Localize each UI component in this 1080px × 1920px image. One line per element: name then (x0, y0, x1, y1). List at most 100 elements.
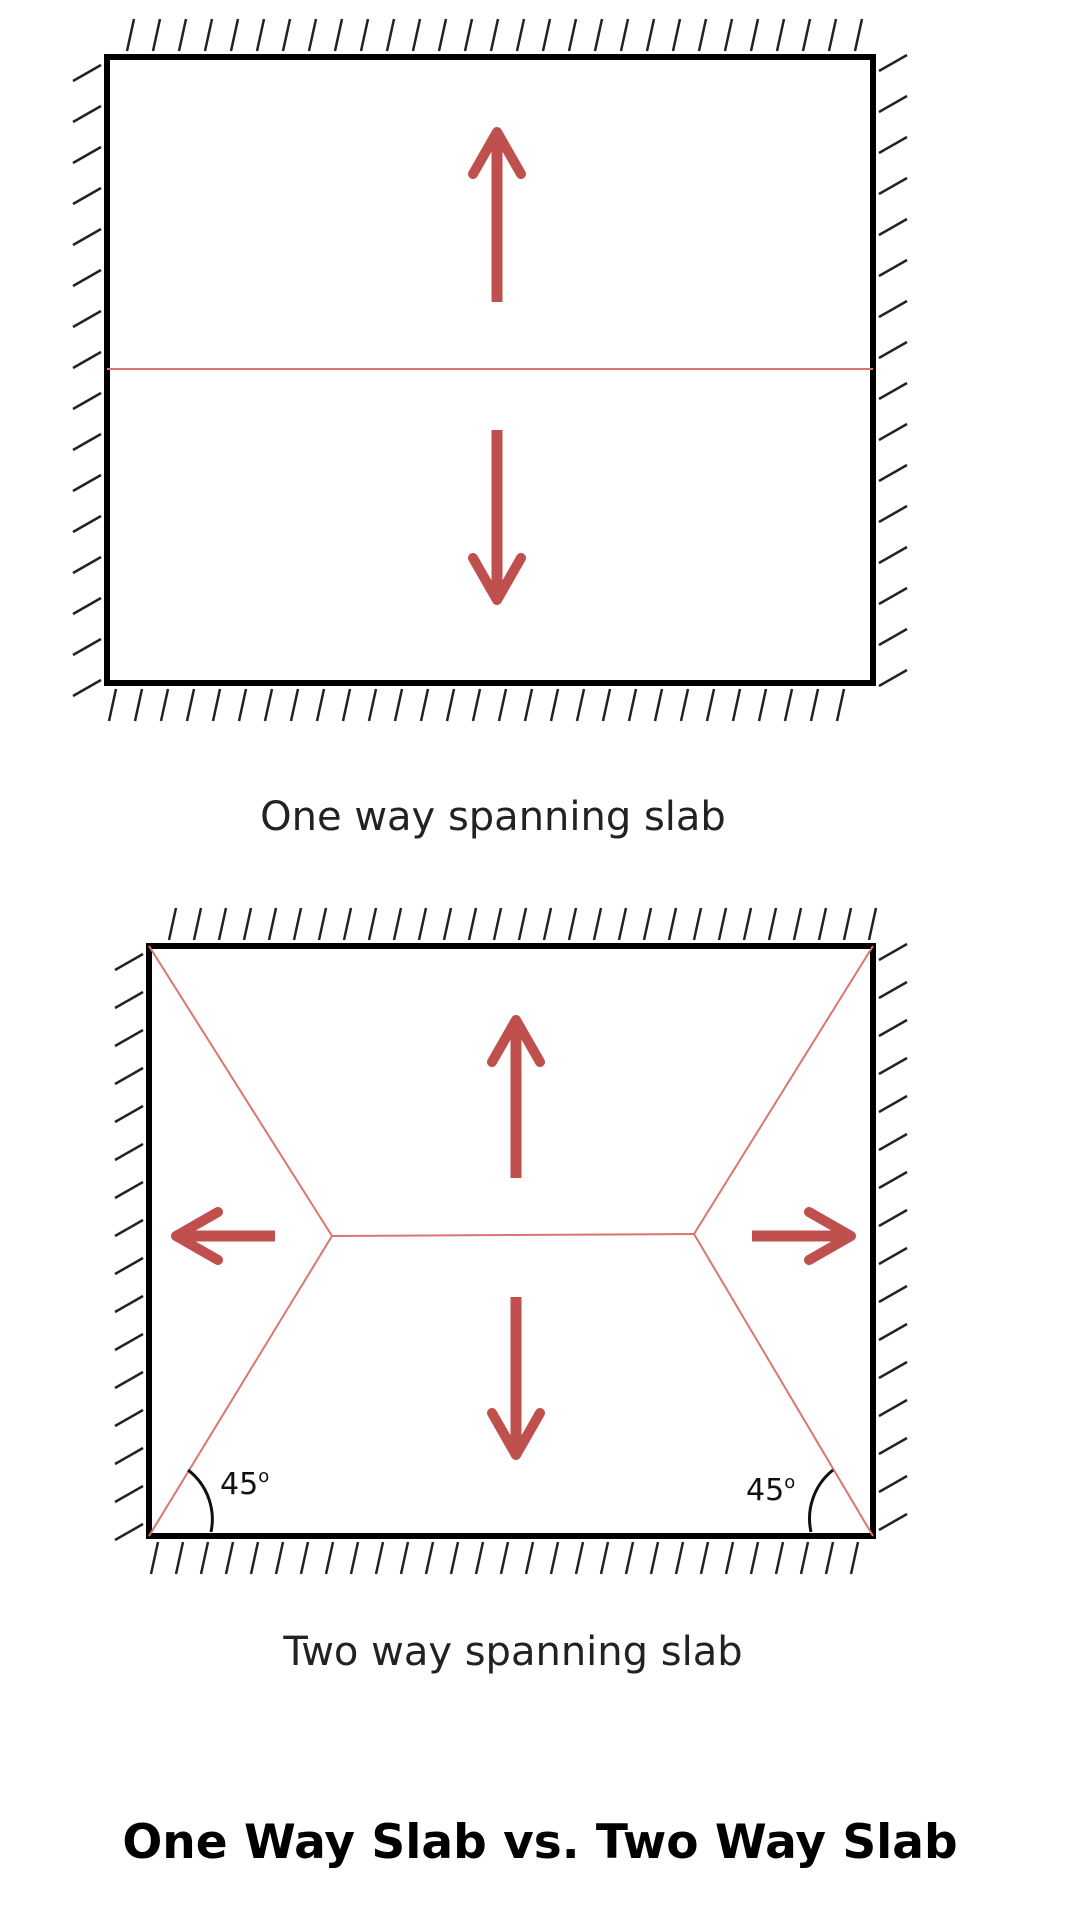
hatch-mark (878, 1208, 908, 1228)
hatch-mark (114, 1180, 144, 1200)
hatch-mark (878, 422, 908, 442)
hatch-mark (619, 18, 630, 52)
hatch-mark (192, 907, 203, 941)
hatch-mark (263, 688, 274, 722)
hatch-mark (645, 18, 656, 52)
hatch-mark (211, 688, 222, 722)
fixed-support-hatching (72, 18, 908, 722)
hatch-mark (424, 1541, 435, 1575)
hatch-mark (517, 907, 528, 941)
hatch-mark (567, 18, 578, 52)
hatch-mark (792, 907, 803, 941)
hatch-mark (524, 1541, 535, 1575)
hatch-mark (72, 391, 102, 411)
hatch-mark (107, 688, 118, 722)
hatch-mark (333, 18, 344, 52)
hatch-mark (114, 1028, 144, 1048)
hatch-mark (878, 1398, 908, 1418)
hatch-mark (114, 952, 144, 972)
hatch-mark (624, 1541, 635, 1575)
hatch-mark (742, 907, 753, 941)
angle-arc-left (187, 1468, 214, 1533)
hatch-mark (878, 1512, 908, 1532)
hatch-mark (203, 18, 214, 52)
hatch-mark (723, 18, 734, 52)
hatch-mark (159, 688, 170, 722)
hatch-mark (437, 18, 448, 52)
hatch-mark (593, 18, 604, 52)
hatch-mark (671, 18, 682, 52)
hatch-mark (114, 1446, 144, 1466)
hatch-mark (757, 688, 768, 722)
hatch-mark (878, 463, 908, 483)
hatch-mark (878, 176, 908, 196)
angle-label-right: 45o (746, 1472, 795, 1508)
hatch-mark (367, 907, 378, 941)
hatch-mark (72, 678, 102, 698)
hatch-mark (72, 637, 102, 657)
hatch-mark (349, 1541, 360, 1575)
hatch-mark (72, 350, 102, 370)
hatch-mark (705, 688, 716, 722)
hatch-mark (878, 340, 908, 360)
hatch-mark (249, 1541, 260, 1575)
hatch-mark (649, 1541, 660, 1575)
hatch-mark (878, 545, 908, 565)
hatch-mark (697, 18, 708, 52)
hatch-mark (229, 18, 240, 52)
hatch-mark (867, 907, 878, 941)
hatch-mark (878, 135, 908, 155)
hatch-mark (449, 1541, 460, 1575)
hatch-mark (817, 907, 828, 941)
hatch-mark (174, 1541, 185, 1575)
hatch-mark (467, 907, 478, 941)
hatch-mark (114, 1294, 144, 1314)
hatch-mark (185, 688, 196, 722)
hatch-mark (878, 1322, 908, 1342)
page-title: One Way Slab vs. Two Way Slab (122, 1815, 958, 1870)
hatch-mark (72, 268, 102, 288)
hatch-mark (801, 18, 812, 52)
hatch-mark (878, 586, 908, 606)
hatch-mark (114, 990, 144, 1010)
hatch-mark (699, 1541, 710, 1575)
hatch-mark (878, 381, 908, 401)
hatch-mark (72, 186, 102, 206)
hatch-mark (72, 473, 102, 493)
hatch-mark (567, 907, 578, 941)
hatch-mark (515, 18, 526, 52)
hatch-mark (72, 63, 102, 83)
hatch-mark (114, 1066, 144, 1086)
hatch-mark (667, 907, 678, 941)
two-way-slab-outline (146, 943, 876, 1539)
hatch-mark (474, 1541, 485, 1575)
hatch-mark (289, 688, 300, 722)
hatch-mark (133, 688, 144, 722)
hatch-mark (267, 907, 278, 941)
hatch-mark (419, 688, 430, 722)
hatch-mark (783, 688, 794, 722)
hatch-mark (72, 514, 102, 534)
hatch-mark (114, 1408, 144, 1428)
hatch-mark (471, 688, 482, 722)
hatch-mark (653, 688, 664, 722)
hatch-mark (199, 1541, 210, 1575)
hatch-mark (497, 688, 508, 722)
hatch-mark (237, 688, 248, 722)
hatch-mark (242, 907, 253, 941)
angle-label-left: 45o (220, 1466, 269, 1502)
hatch-mark (114, 1332, 144, 1352)
hatch-mark (878, 1284, 908, 1304)
hatch-mark (692, 907, 703, 941)
hatch-mark (878, 1436, 908, 1456)
hatch-mark (324, 1541, 335, 1575)
hatch-mark (72, 596, 102, 616)
hatch-mark (574, 1541, 585, 1575)
hatch-mark (114, 1522, 144, 1542)
hatch-mark (642, 907, 653, 941)
hatch-mark (878, 980, 908, 1000)
two-way-slab-caption: Two way spanning slab (282, 1629, 742, 1675)
hatch-mark (523, 688, 534, 722)
hatch-mark (151, 18, 162, 52)
hatch-mark (878, 53, 908, 73)
